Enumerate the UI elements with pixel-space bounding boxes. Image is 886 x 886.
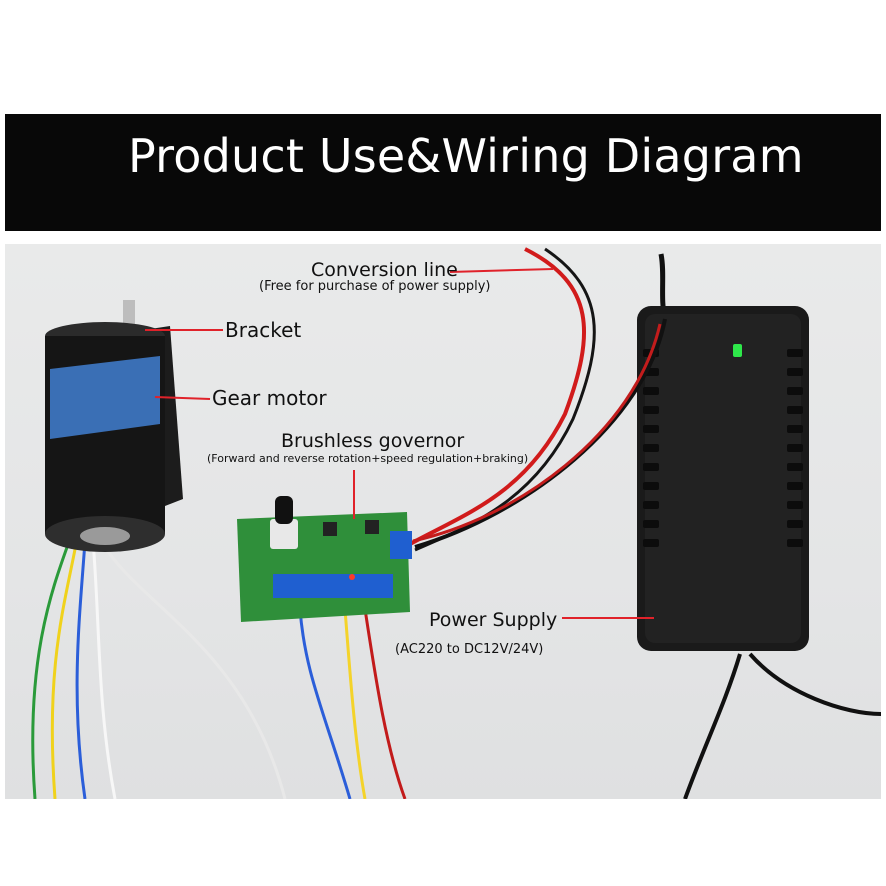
motor-wire-green — [31, 538, 72, 799]
supply-to-board-red — [412, 323, 662, 543]
motor-shaft — [123, 300, 135, 330]
motor-terminal-block — [273, 574, 393, 598]
conversion-line-red — [409, 247, 587, 546]
label-brushless-governor: Brushless governor — [281, 430, 465, 452]
motor-label — [50, 356, 160, 439]
gear-motor — [45, 300, 183, 552]
label-gear-motor: Gear motor — [212, 386, 327, 410]
leader-gear-motor — [154, 396, 211, 400]
board-led — [349, 574, 355, 580]
label-bracket: Bracket — [225, 318, 302, 342]
product-photo — [5, 244, 881, 799]
power-supply-vents-left — [643, 349, 659, 547]
board-wire-white — [99, 539, 287, 799]
label-power-supply-note: (AC220 to DC12V/24V) — [395, 642, 544, 657]
wiring-scene — [31, 247, 881, 799]
label-conversion-line-note: (Free for purchase of power supply) — [259, 279, 491, 294]
dc-output-cable-2 — [748, 652, 881, 716]
leader-conversion-line — [449, 268, 554, 273]
speed-potentiometer — [270, 519, 298, 549]
potentiometer-knob — [275, 496, 293, 524]
motor-wire-white — [91, 540, 117, 799]
page-title: Product Use&Wiring Diagram — [128, 129, 804, 183]
governor-board — [237, 496, 412, 622]
power-terminal — [390, 531, 412, 559]
board-wire-yellow — [343, 608, 367, 799]
label-conversion-line: Conversion line — [311, 259, 458, 281]
title-banner — [5, 114, 881, 231]
label-power-supply: Power Supply — [429, 609, 558, 631]
motor-wire-yellow — [50, 538, 79, 799]
button-2 — [365, 520, 379, 534]
label-brushless-governor-note: (Forward and reverse rotation+speed regu… — [207, 452, 529, 465]
motor-wire-blue — [75, 540, 87, 799]
board-wire-red — [363, 608, 407, 799]
power-supply-brick — [637, 306, 809, 651]
board-wire-blue — [298, 608, 352, 799]
dc-output-cable — [683, 653, 742, 799]
power-led — [733, 344, 742, 357]
button-1 — [323, 522, 337, 536]
motor-end-cap — [80, 527, 130, 545]
power-supply-vents-right — [787, 349, 803, 547]
